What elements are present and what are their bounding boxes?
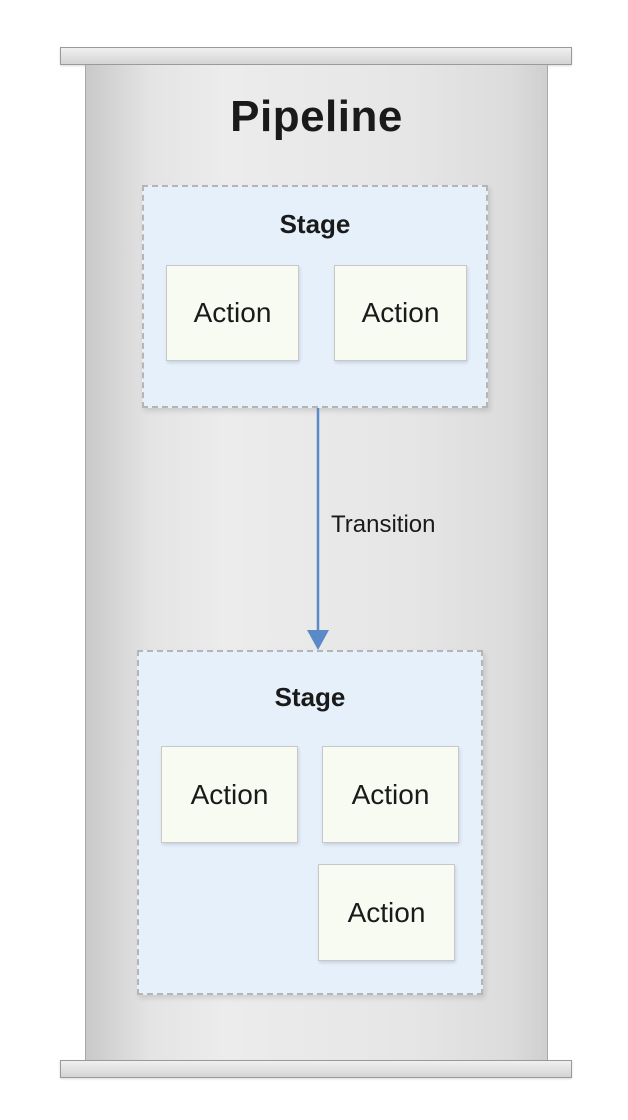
action-box: Action	[161, 746, 298, 843]
action-box: Action	[166, 265, 299, 361]
stage-label: Stage	[279, 209, 351, 239]
stage-box-2: Stage Action Action Action	[137, 650, 483, 995]
transition-arrowhead	[307, 630, 329, 650]
pipeline-bottom-cap	[60, 1060, 572, 1078]
stage-box-1: Stage Action Action	[142, 185, 488, 408]
transition-label: Transition	[331, 511, 436, 538]
action-box: Action	[318, 864, 455, 961]
action-box: Action	[334, 265, 467, 361]
stage-label: Stage	[274, 682, 346, 712]
transition-arrow	[307, 408, 329, 650]
pipeline-top-cap	[60, 47, 572, 65]
pipeline-title: Pipeline	[230, 92, 403, 141]
action-box: Action	[322, 746, 459, 843]
